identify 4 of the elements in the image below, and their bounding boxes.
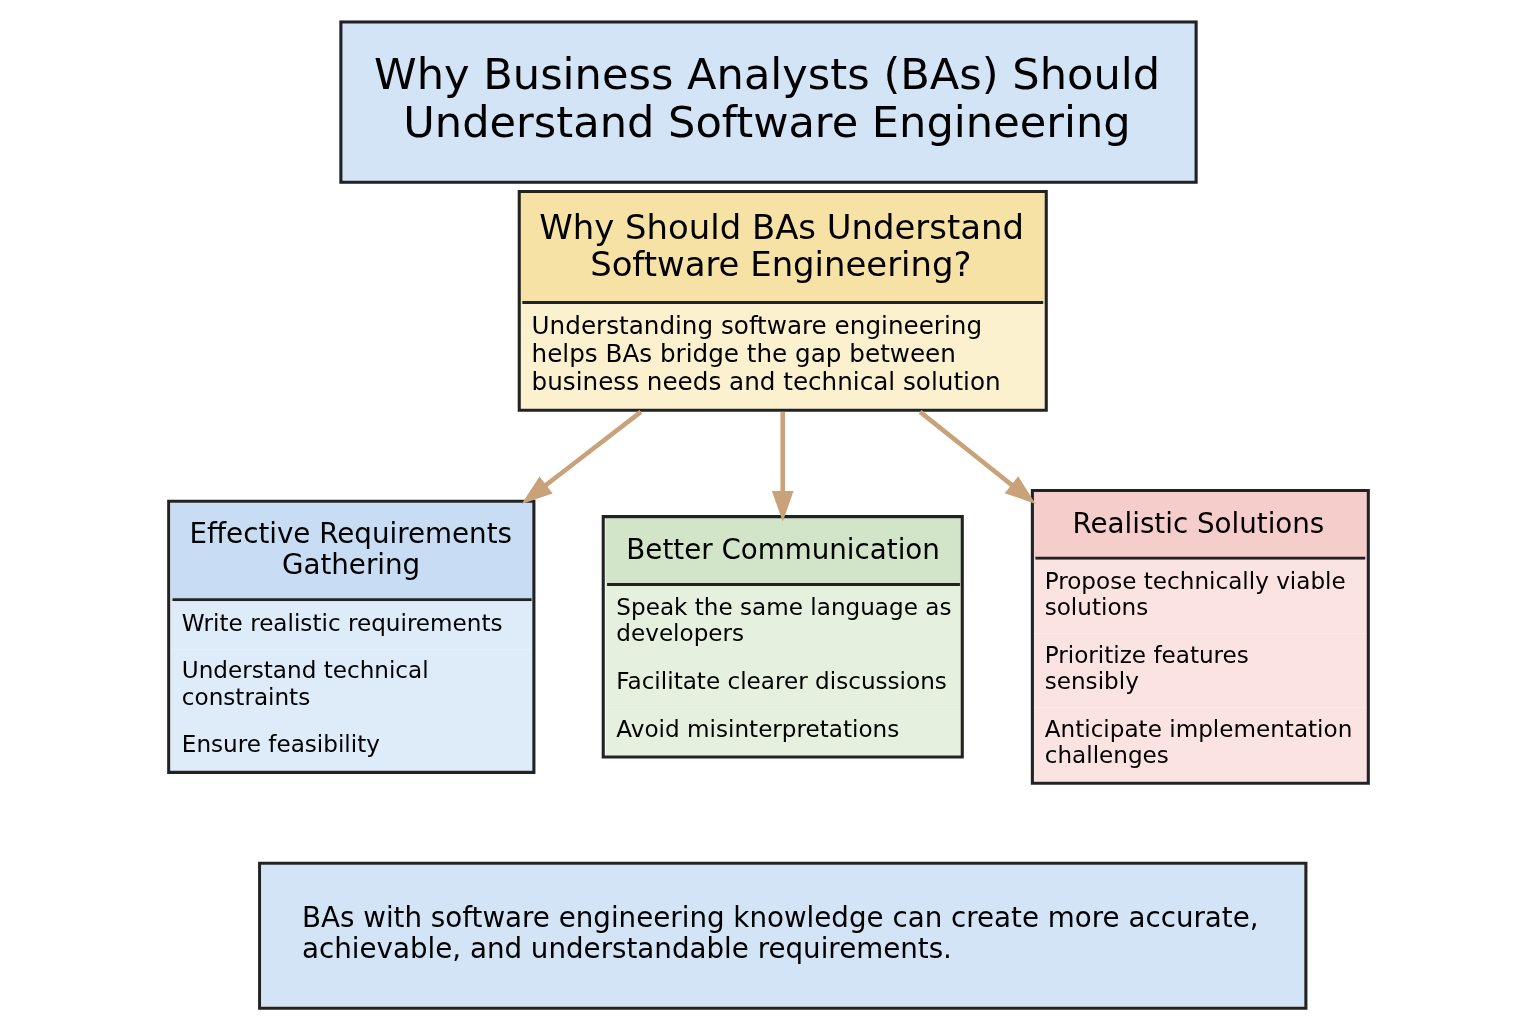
arrow xyxy=(771,411,794,522)
arrow xyxy=(521,410,642,504)
arrow xyxy=(918,410,1036,504)
diagram-title: Why Business Analysts (BAs) Should Understand Software Engineering xyxy=(373,48,1160,147)
